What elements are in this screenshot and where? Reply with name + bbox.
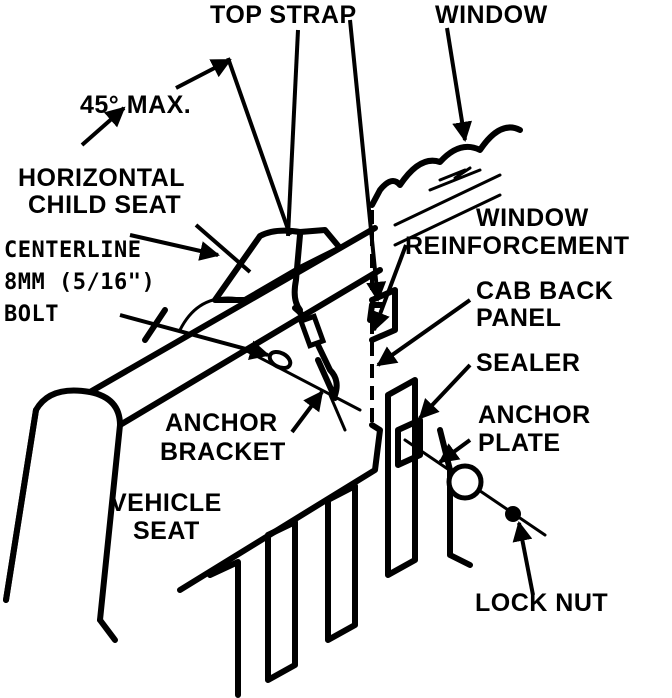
- horizontal-child-seat-label-line1: HORIZONTAL: [18, 164, 186, 192]
- max-angle-label: 45° MAX.: [80, 91, 192, 119]
- sealer-label: SEALER: [476, 349, 581, 377]
- anchor-bracket-label-line2: BRACKET: [160, 438, 286, 466]
- top-strap-label: TOP STRAP: [210, 1, 357, 29]
- bolt-label: BOLT: [4, 302, 59, 327]
- anchor-hardware-drawing: [243, 232, 547, 537]
- lock-nut-label: LOCK NUT: [475, 589, 609, 617]
- cab-back-panel-drawing: [177, 287, 473, 698]
- window-reinforcement-label-line2: REINFORCEMENT: [405, 232, 630, 260]
- anchor-plate-label-line1: ANCHOR: [478, 401, 591, 429]
- window-label: WINDOW: [435, 1, 548, 29]
- bolt-size-label: 8MM (5/16"): [4, 270, 156, 295]
- window-reinforcement-label-line1: WINDOW: [476, 204, 589, 232]
- vehicle-seat-label-line1: VEHICLE: [110, 489, 222, 517]
- anchor-bracket-label-line1: ANCHOR: [165, 409, 278, 437]
- horizontal-child-seat-label-line2: CHILD SEAT: [28, 191, 182, 219]
- anchor-plate-label-line2: PLATE: [478, 429, 561, 457]
- cab-back-panel-label-line1: CAB BACK: [476, 277, 614, 305]
- vehicle-seat-label-line2: SEAT: [133, 517, 200, 545]
- cab-back-panel-label-line2: PANEL: [476, 304, 562, 332]
- window-drawing: [369, 124, 523, 425]
- centerline-label: CENTERLINE: [4, 238, 142, 263]
- leader-arrows: [80, 19, 535, 596]
